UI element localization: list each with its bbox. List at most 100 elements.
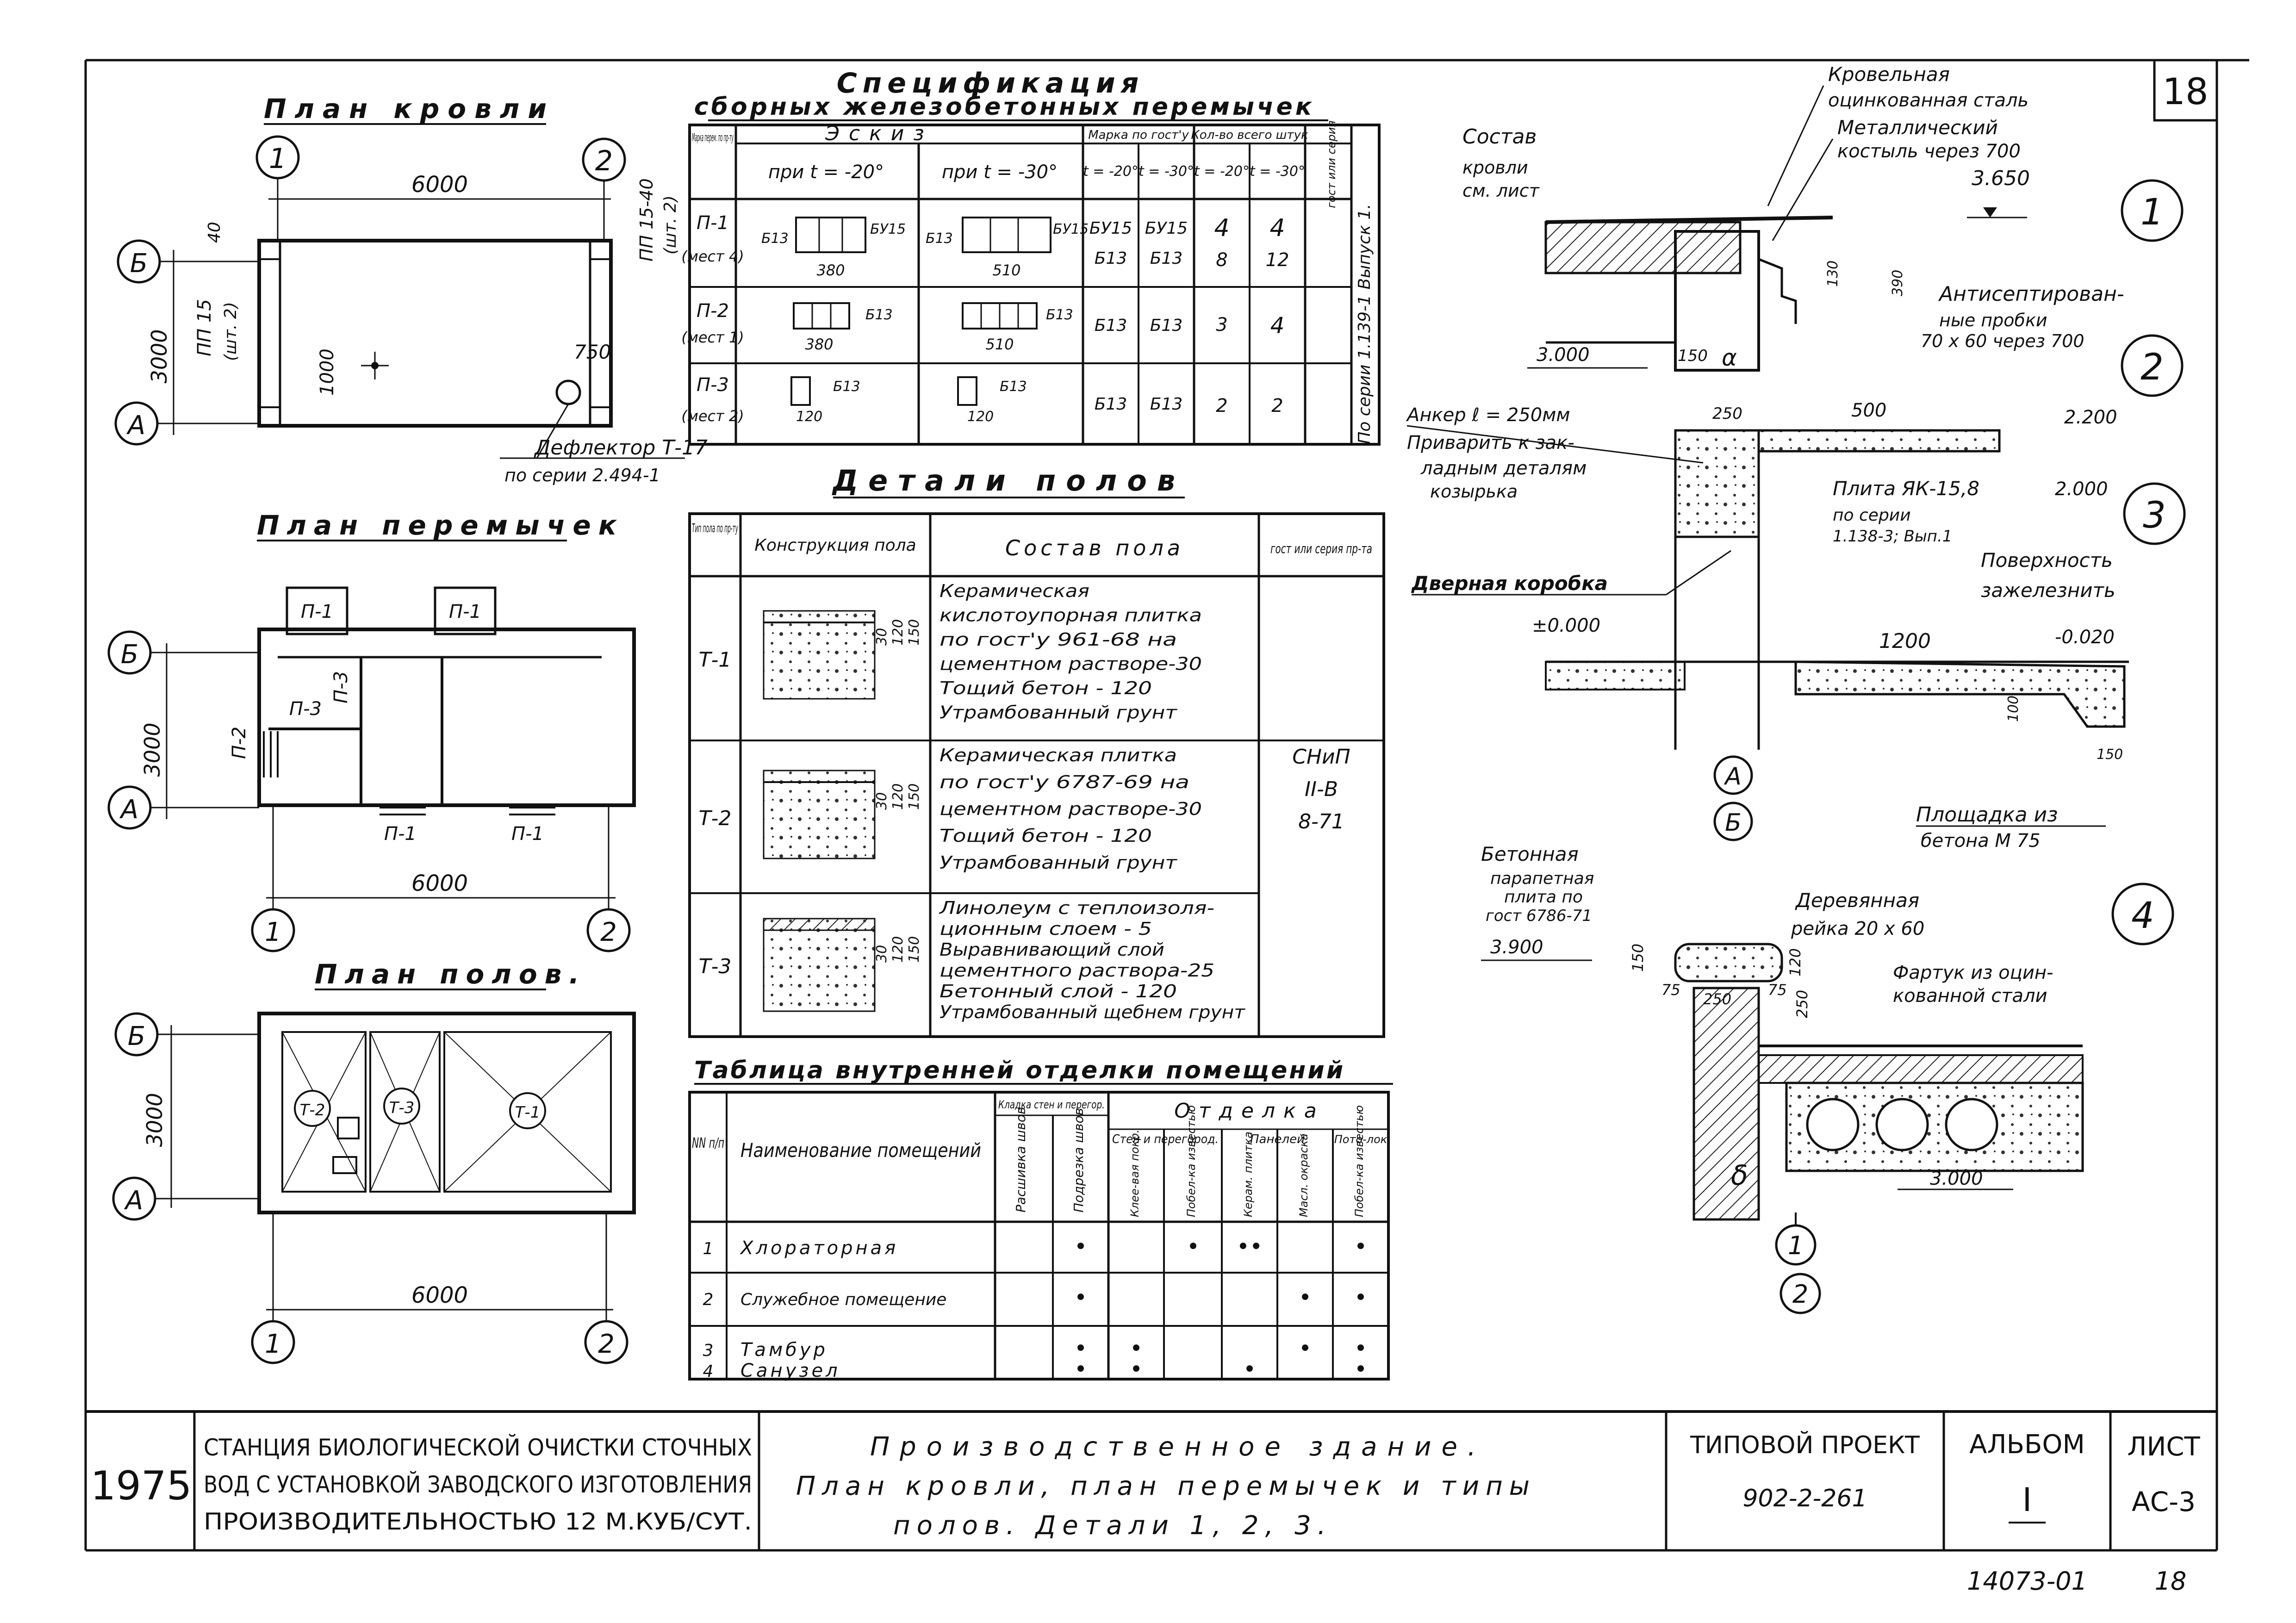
det-slab-3: 1.138-3; Вып.1 [1833,527,1952,546]
floor-dim-1-2: 120 [890,619,906,646]
det-el-m020: -0.020 [2055,627,2115,648]
spec-h-t20-qty: t = -20° [1194,163,1250,180]
lintel-axis-2: 2 [600,917,617,947]
floors-h-constr: Конструкция пола [754,536,916,555]
finish-mark: • [1187,1234,1200,1260]
det-dim-75b: 75 [1768,981,1787,999]
spec-r1-m30a: БУ15 [1145,219,1188,238]
spec-r2-mark: П-2 [697,300,729,322]
tb-bottom-code: 14073-01 [1967,1567,2087,1596]
floor-comp-line: Керамическая [940,581,1089,601]
spec-r1-m20b: Б13 [1095,249,1127,268]
finish-mark: • [1074,1356,1087,1382]
spec-r1-s30a: Б13 [926,230,953,247]
finish-table: Таблица внутренней отделки помещений NN … [688,1057,1393,1382]
floor-section-t3 [763,918,876,1012]
finish-mark: • [1130,1336,1143,1362]
spec-r1-q30a: 4 [1269,214,1285,242]
det-crutch-1: Металлический [1837,116,1998,139]
spec-r3-s30b: Б13 [1000,379,1027,395]
finish-mark: • [1074,1234,1087,1260]
roof-axis-a: А [126,410,145,441]
spec-title-1: Спецификация [837,67,1145,99]
lintel-plan-title: План перемычек [257,510,624,541]
floor-dim-3-3: 150 [906,936,922,963]
finish-mark: •• [1237,1234,1263,1260]
spec-r2-place: (мест 1) [681,329,744,346]
floor-comp-line: ционным слоем - 5 [940,919,1152,939]
det-apron-1: Фартук из оцин- [1893,962,2053,983]
det-axis-a: А [1724,763,1742,790]
floor-section-t1 [763,610,876,700]
spec-h-mark: Марка перем. по пр-ту [692,131,734,144]
det-el-0: ±0.000 [1532,615,1600,636]
floor-comp-line: Тощий бетон - 120 [940,678,1152,698]
finish-r3-n: 3 [703,1341,714,1360]
spec-r3-s20d: 120 [796,409,822,425]
finish-r2-n: 2 [703,1290,714,1309]
spec-r2-s20d: 380 [805,336,833,353]
spec-h-t20: при t = -20° [768,162,884,183]
floor-dim-1-1: 30 [874,628,890,646]
finish-h-c2: Побел-ка известью [1185,1105,1198,1217]
det-callout-4: 4 [2131,895,2154,937]
finish-mark: • [1354,1356,1367,1382]
finish-h-masonry: Кладка стен и перегор. [998,1098,1105,1111]
floor-comp-line: Утрамбованный грунт [940,852,1178,873]
det-parapet-2: парапетная [1490,869,1594,888]
tb-station-1: СТАНЦИЯ БИОЛОГИЧЕСКОЙ ОЧИСТКИ СТОЧНЫХ [204,1434,752,1461]
det-delta: δ [1731,1159,1748,1192]
det-parapet-4: гост 6786-71 [1486,907,1592,925]
det-callout-1: 1 [2140,192,2164,233]
floors-snip-3: 8-71 [1298,810,1344,833]
det-antiseptic-3: 70 х 60 через 700 [1921,331,2084,351]
spec-r3-s30d: 120 [967,409,994,425]
spec-h-t30: при t = -30° [942,162,1058,183]
det-anchor: Анкер ℓ = 250мм [1406,404,1570,426]
spec-h-t20-mark: t = -20° [1083,163,1139,180]
finish-r1-name: Хлораторная [740,1237,898,1259]
det-axis-1: 1 [1788,1231,1804,1260]
finish-mark: • [1299,1285,1312,1311]
det-apron-2: кованной стали [1893,985,2047,1007]
det-dim-390: 390 [1890,270,1906,296]
roof-dim-40: 40 [205,222,224,243]
det-door-frame: Дверная коробка [1411,572,1608,595]
det-callout-3: 3 [2143,495,2166,536]
spec-r1-m30b: Б13 [1150,249,1183,268]
spec-r2-q30a: 4 [1270,313,1285,339]
det-el-2000: 2.000 [2055,479,2108,500]
spec-r1-s30d: 510 [992,261,1020,279]
lintel-axis-a: А [119,795,138,825]
roof-dim-1000: 1000 [317,348,338,396]
floor-comp-line: Линолеум с теплоизоля- [939,898,1214,918]
floors-title: Детали полов [832,464,1185,497]
det-comp-3: см. лист [1462,180,1540,201]
finish-h-ceil: Пото-лок [1334,1133,1388,1146]
floor-dim-2-2: 120 [890,784,906,810]
floor-dim-2-1: 30 [874,792,890,810]
spec-r3-m20a: Б13 [1095,395,1127,414]
tb-desc-1: Производственное здание. [870,1432,1486,1462]
sheet-number-box: 18 [2153,59,2218,122]
spec-r1-place: (мест 4) [681,248,744,265]
roof-pp15-right: ПП 15-40 [636,178,657,261]
det-wood-1: Деревянная [1795,889,1919,912]
det-comp-2: кровли [1462,157,1528,178]
spec-r1-s20b: БУ15 [870,221,906,237]
floor-comp-line: Керамическая плитка [940,745,1177,765]
det-alpha: α [1722,344,1737,371]
det-comp-1: Состав [1462,125,1537,149]
finish-r4-name: Санузел [740,1360,840,1381]
roof-pp15-left: ПП 15 [194,299,215,356]
det-el-2200: 2.200 [2064,407,2117,428]
lintel-p2: П-2 [229,727,250,759]
finish-mark: • [1354,1234,1367,1260]
finish-r4-n: 4 [703,1362,714,1381]
roof-dim-3000: 3000 [147,329,172,383]
floors-h-comp: Состав пола [1005,535,1184,560]
finish-h-c3: Керам. плитка [1242,1132,1255,1217]
floor-t3: Т-3 [389,1099,415,1117]
lintel-axis-1: 1 [265,917,281,947]
